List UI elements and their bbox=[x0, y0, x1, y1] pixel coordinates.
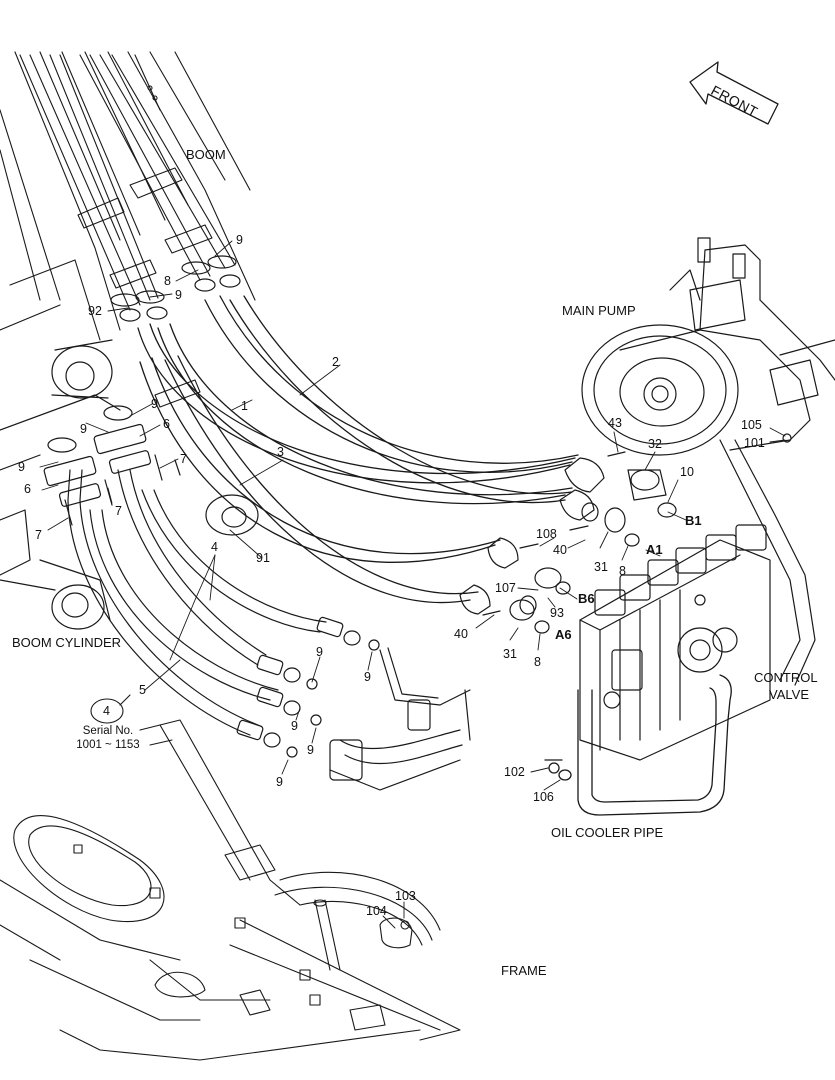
main-hoses bbox=[137, 295, 579, 604]
main-pump-label: MAIN PUMP bbox=[562, 303, 636, 318]
callout-93: 93 bbox=[550, 606, 564, 620]
callout-3: 3 bbox=[277, 445, 284, 459]
leader-lines bbox=[39, 240, 786, 929]
boom-tubes bbox=[19, 54, 236, 311]
callout-9: 9 bbox=[236, 233, 243, 247]
callout-7: 7 bbox=[180, 452, 187, 466]
boom-structure bbox=[0, 51, 256, 408]
frame bbox=[0, 719, 461, 1061]
callout-9: 9 bbox=[151, 397, 158, 411]
callout-7: 7 bbox=[115, 504, 122, 518]
serial-note-line1: Serial No. bbox=[82, 725, 134, 737]
callout-107: 107 bbox=[495, 581, 516, 595]
callout-10: 10 bbox=[680, 465, 694, 479]
callout-4: 4 bbox=[211, 540, 218, 554]
callout-92: 92 bbox=[88, 304, 102, 318]
boom-pivots bbox=[0, 339, 259, 630]
callout-105: 105 bbox=[741, 418, 762, 432]
callout-6: 6 bbox=[24, 482, 31, 496]
serial-note-line2: 1001 ~ 1153 bbox=[76, 739, 140, 752]
serial-badge-shape bbox=[90, 694, 131, 724]
front-arrow-shape bbox=[689, 61, 779, 125]
port-a1-label: A1 bbox=[646, 542, 663, 557]
callout-104: 104 bbox=[366, 904, 387, 918]
callout-91: 91 bbox=[256, 551, 270, 565]
cylinder-hoses bbox=[67, 469, 380, 758]
callout-9: 9 bbox=[291, 719, 298, 733]
callout-108: 108 bbox=[536, 527, 557, 541]
oil-cooler-pipe bbox=[544, 674, 732, 816]
control-valve bbox=[579, 524, 771, 761]
callout-101: 101 bbox=[744, 436, 765, 450]
callout-9: 9 bbox=[175, 288, 182, 302]
callout-9: 9 bbox=[18, 460, 25, 474]
port-a6-label: A6 bbox=[555, 627, 572, 642]
callout-9: 9 bbox=[80, 422, 87, 436]
callout-102: 102 bbox=[504, 765, 525, 779]
port-b1-label: B1 bbox=[685, 513, 702, 528]
callout-9: 9 bbox=[307, 743, 314, 757]
callout-9: 9 bbox=[316, 645, 323, 659]
serial-badge-number: 4 bbox=[103, 704, 110, 718]
control-valve-label-line1: CONTROL bbox=[754, 670, 818, 685]
callout-9: 9 bbox=[276, 775, 283, 789]
callout-7: 7 bbox=[35, 528, 42, 542]
frame-label: FRAME bbox=[501, 963, 547, 978]
callout-1: 1 bbox=[241, 399, 248, 413]
callout-8: 8 bbox=[164, 274, 171, 288]
callout-32: 32 bbox=[648, 437, 662, 451]
callout-43: 43 bbox=[608, 416, 622, 430]
callout-5: 5 bbox=[139, 683, 146, 697]
callout-8: 8 bbox=[534, 655, 541, 669]
serial-note: Serial No. 1001 ~ 1153 bbox=[58, 724, 158, 753]
boom-label: BOOM bbox=[186, 147, 226, 162]
callout-106: 106 bbox=[533, 790, 554, 804]
boom-cylinder-label: BOOM CYLINDER bbox=[12, 635, 122, 650]
callout-40: 40 bbox=[454, 627, 468, 641]
control-valve-label-line2: VALVE bbox=[769, 687, 809, 702]
callout-8: 8 bbox=[619, 564, 626, 578]
boom-fittings bbox=[43, 255, 241, 526]
callout-40: 40 bbox=[553, 543, 567, 557]
callout-31: 31 bbox=[503, 647, 517, 661]
callout-2: 2 bbox=[332, 355, 339, 369]
callout-31: 31 bbox=[594, 560, 608, 574]
callout-103: 103 bbox=[395, 889, 416, 903]
oil-cooler-pipe-label: OIL COOLER PIPE bbox=[551, 825, 664, 840]
swivel-pipes bbox=[329, 647, 471, 791]
callout-9: 9 bbox=[364, 670, 371, 684]
main-pump bbox=[581, 237, 835, 686]
callout-6: 6 bbox=[163, 417, 170, 431]
port-b6-label: B6 bbox=[578, 591, 595, 606]
